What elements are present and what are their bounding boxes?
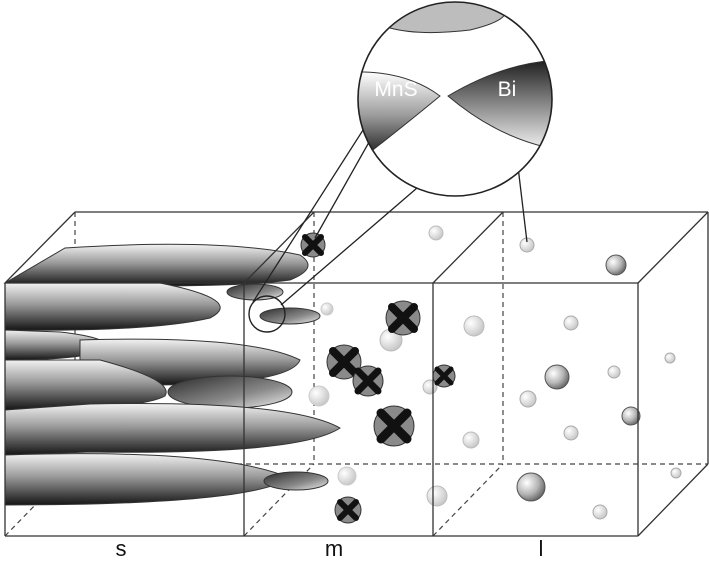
mns-label: MnS	[374, 78, 417, 101]
magnified-callout: MnS Bi	[357, 1, 553, 197]
elongated-mns-stringers	[3, 243, 341, 506]
magnifier-marker	[248, 107, 528, 333]
zone-label-m: m	[324, 536, 344, 561]
box-edges	[4, 211, 709, 537]
bi-spheres	[516, 254, 641, 502]
zone-label-l: l	[538, 536, 544, 561]
globular-mns-particles	[300, 232, 456, 524]
bi-label: Bi	[498, 78, 517, 101]
zone-label-s: s	[115, 536, 127, 561]
